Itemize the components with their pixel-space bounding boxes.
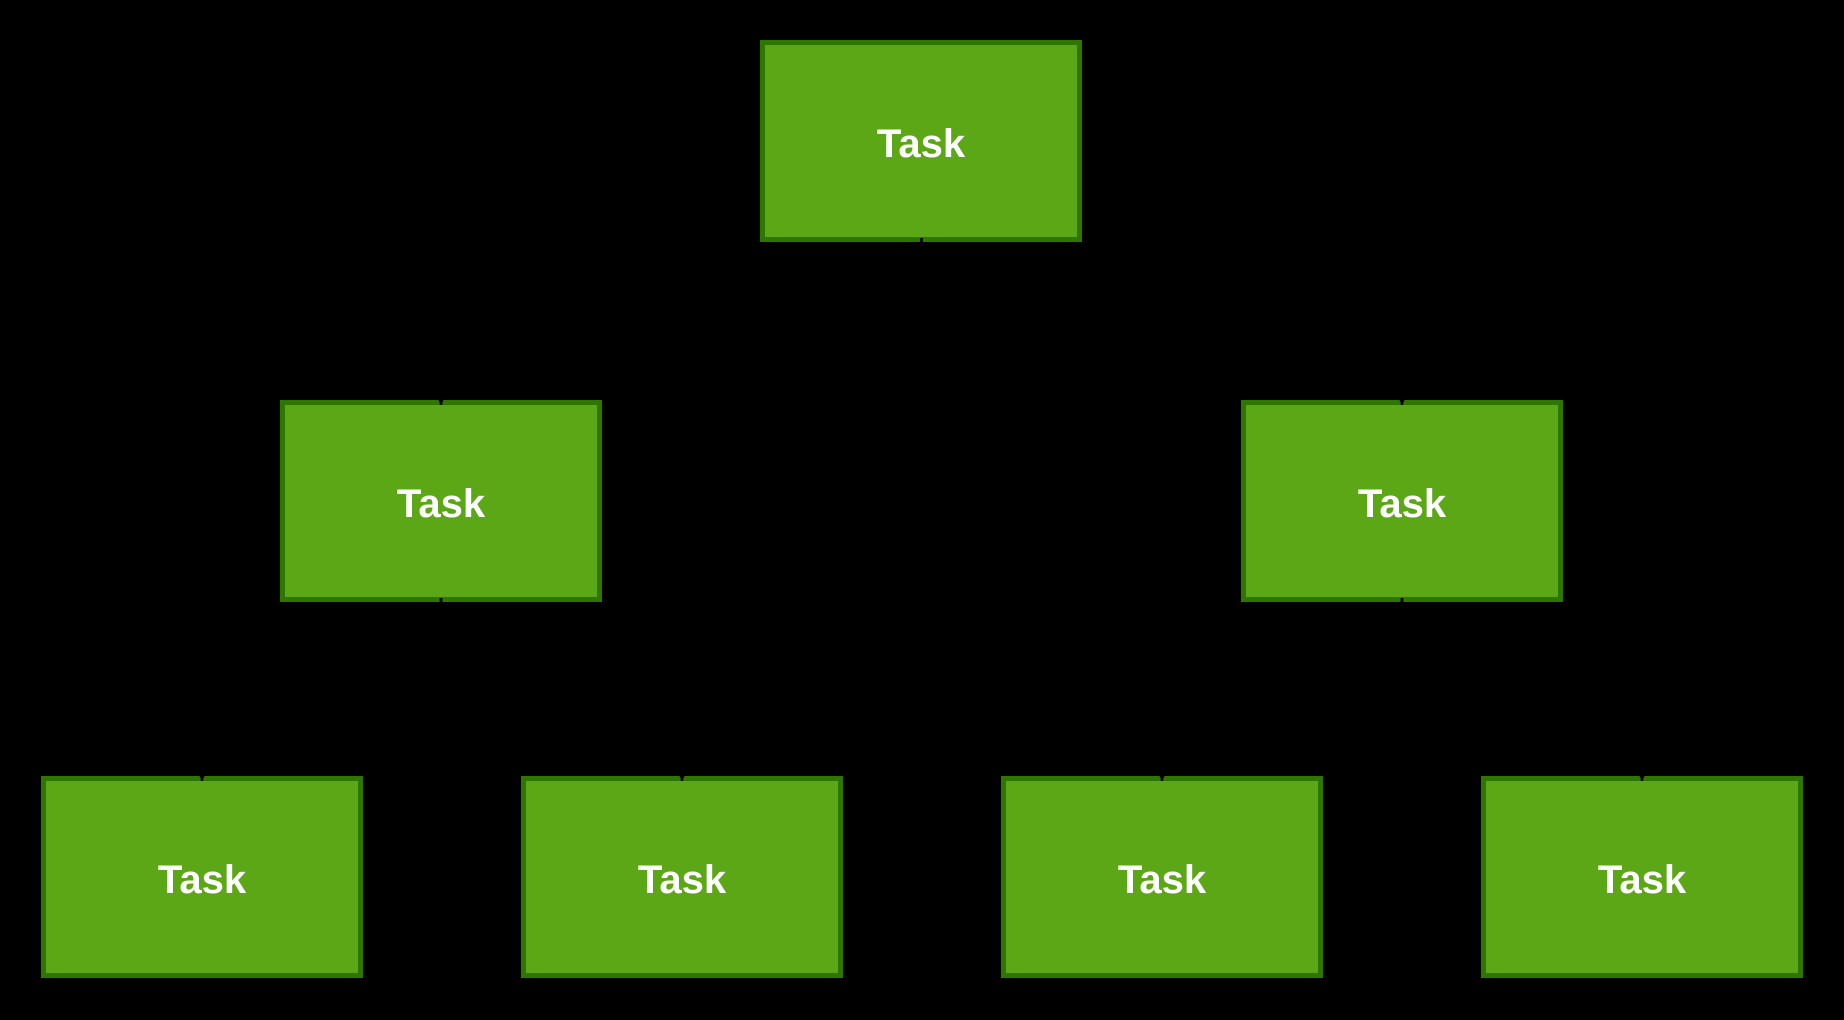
task-node-leaf-2[interactable]: Task bbox=[521, 776, 843, 978]
task-node-label: Task bbox=[1597, 858, 1687, 902]
edge-midleft-leaf1 bbox=[196, 598, 443, 781]
task-node-label: Task bbox=[876, 122, 966, 166]
edge-midright-leaf4 bbox=[1400, 598, 1648, 781]
task-node-label: Task bbox=[637, 858, 727, 902]
edge-midleft-leaf2 bbox=[439, 598, 688, 781]
task-node-label: Task bbox=[1117, 858, 1207, 902]
edge-root-midleft bbox=[435, 238, 923, 405]
task-node-mid-left[interactable]: Task bbox=[280, 400, 602, 602]
task-node-leaf-1[interactable]: Task bbox=[41, 776, 363, 978]
task-node-label: Task bbox=[396, 482, 486, 526]
task-node-leaf-3[interactable]: Task bbox=[1001, 776, 1323, 978]
edge-midright-leaf3 bbox=[1156, 598, 1404, 781]
task-node-leaf-4[interactable]: Task bbox=[1481, 776, 1803, 978]
task-node-root[interactable]: Task bbox=[760, 40, 1082, 242]
task-node-label: Task bbox=[157, 858, 247, 902]
task-node-mid-right[interactable]: Task bbox=[1241, 400, 1563, 602]
task-node-label: Task bbox=[1357, 482, 1447, 526]
edge-root-midright bbox=[920, 238, 1408, 405]
